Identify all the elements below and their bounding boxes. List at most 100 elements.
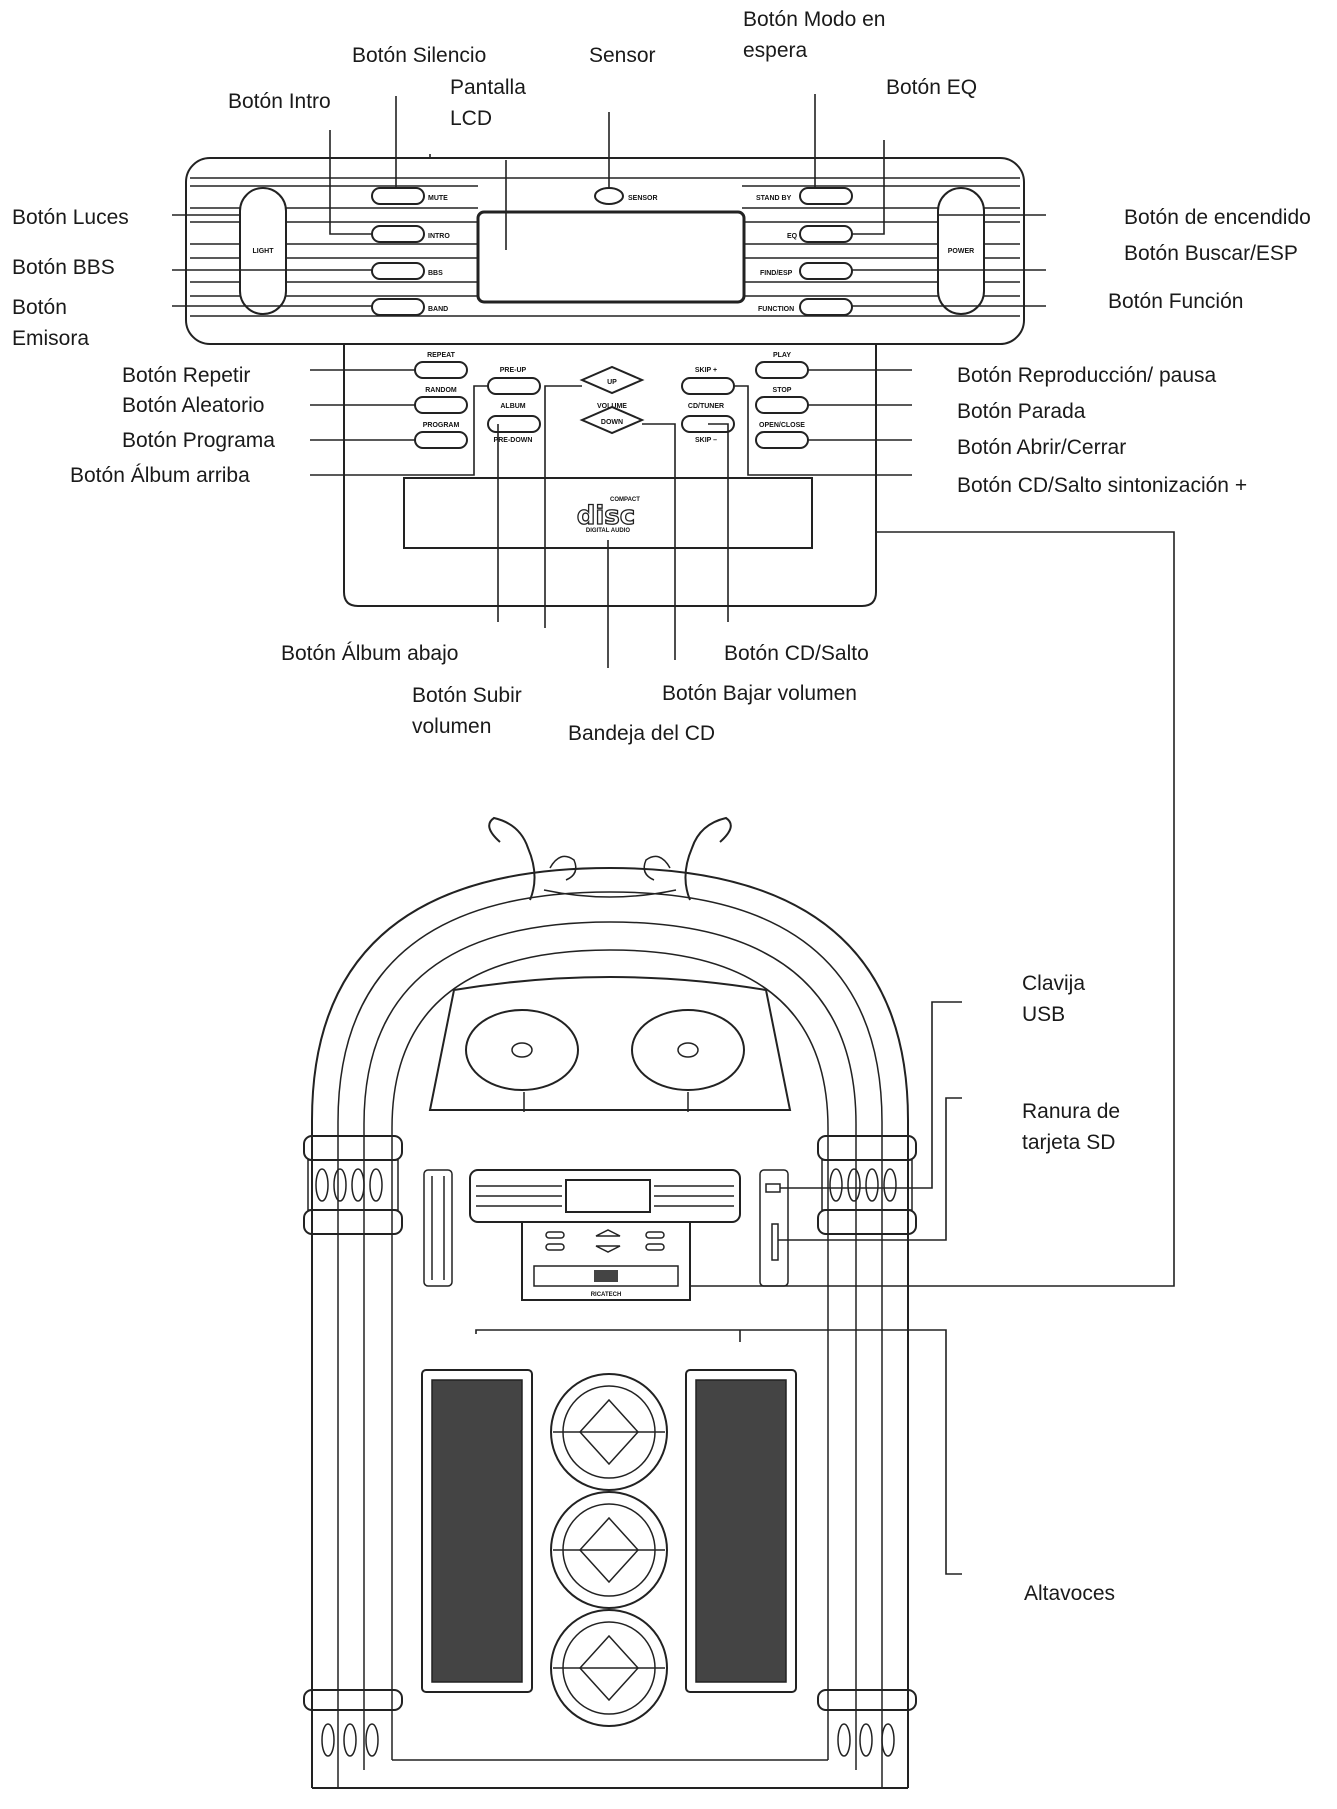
label-program: Botón Programa <box>122 429 275 452</box>
leader-lines <box>172 94 1175 1575</box>
stop-button[interactable] <box>755 396 809 414</box>
label-stop: Botón Parada <box>957 400 1086 423</box>
skip-plus-text: SKIP + <box>695 367 717 374</box>
svg-text:DIGITAL AUDIO: DIGITAL AUDIO <box>586 528 631 534</box>
label-album-up: Botón Álbum arriba <box>70 464 250 487</box>
label-vol-up: Botón Subir volumen <box>412 684 522 738</box>
function-button[interactable] <box>799 298 853 316</box>
skip-button[interactable] <box>681 377 735 395</box>
label-open: Botón Abrir/Cerrar <box>957 436 1127 459</box>
sd-slot[interactable] <box>771 1223 779 1261</box>
lower-control-section: REPEAT RANDOM PROGRAM PRE-UP ALBUM PRE-D… <box>343 344 877 607</box>
standby-text: STAND BY <box>756 195 792 202</box>
random-text: RANDOM <box>425 387 457 394</box>
skip-minus-text: SKIP – <box>695 437 717 444</box>
pre-up-button[interactable] <box>487 377 541 395</box>
function-text: FUNCTION <box>758 306 794 313</box>
eq-text: EQ <box>787 233 798 240</box>
disc-right <box>631 1009 745 1091</box>
pre-down-text: PRE-DOWN <box>494 437 533 444</box>
disc-left <box>465 1009 579 1091</box>
down-text: DOWN <box>601 419 623 426</box>
sensor-text: SENSOR <box>628 195 658 202</box>
label-light: Botón Luces <box>12 206 129 229</box>
repeat-button[interactable] <box>414 361 468 379</box>
sensor-window <box>594 187 624 205</box>
eq-button[interactable] <box>799 225 853 243</box>
speaker-grille-left <box>421 1369 533 1693</box>
bbs-text: BBS <box>428 270 443 277</box>
light-text: LIGHT <box>253 248 275 255</box>
label-cd-tray: Bandeja del CD <box>568 722 716 745</box>
label-play: Botón Reproducción/ pausa <box>957 364 1217 387</box>
label-eq: Botón EQ <box>886 76 978 99</box>
power-text: POWER <box>948 248 974 255</box>
volume-down-button[interactable] <box>579 405 645 435</box>
pre-down-button[interactable] <box>487 415 541 433</box>
label-intro: Botón Intro <box>228 90 331 113</box>
disc-dome <box>428 976 792 1111</box>
lcd-screen <box>476 210 746 304</box>
open-close-button[interactable] <box>755 431 809 449</box>
label-function: Botón Función <box>1108 290 1244 313</box>
power-button[interactable] <box>937 187 985 315</box>
center-globes <box>550 1373 668 1727</box>
label-album-down: Botón Álbum abajo <box>281 642 459 665</box>
label-standby: Botón Modo en espera <box>743 8 886 62</box>
jukebox-crown <box>488 816 732 901</box>
svg-text:disc: disc <box>577 501 635 531</box>
label-usb: Clavija USB <box>1022 972 1086 1026</box>
left-side-vent <box>423 1169 453 1287</box>
label-random: Botón Aleatorio <box>122 394 265 417</box>
play-text: PLAY <box>773 352 791 359</box>
volume-up-button[interactable] <box>579 365 645 395</box>
intro-text: INTRO <box>428 233 450 240</box>
repeat-text: REPEAT <box>427 352 456 359</box>
mute-button[interactable] <box>371 187 425 205</box>
play-button[interactable] <box>755 361 809 379</box>
svg-text:COMPACT: COMPACT <box>610 497 640 503</box>
usb-sd-panel <box>759 1169 789 1287</box>
jukebox: RICATECH <box>303 816 917 1789</box>
compact-disc-logo: COMPACT disc DIGITAL AUDIO <box>576 497 640 534</box>
program-text: PROGRAM <box>423 422 460 429</box>
speaker-grille-right <box>685 1369 797 1693</box>
usb-port[interactable] <box>765 1183 781 1193</box>
pre-up-text: PRE-UP <box>500 367 527 374</box>
find-text: FIND/ESP <box>760 270 793 277</box>
open-close-text: OPEN/CLOSE <box>759 422 805 429</box>
band-button[interactable] <box>371 298 425 316</box>
label-bbs: Botón BBS <box>12 256 115 279</box>
label-band: Botón Emisora <box>12 296 90 350</box>
mini-control-panel: RICATECH <box>469 1169 741 1301</box>
right-pillar <box>817 1135 917 1757</box>
find-button[interactable] <box>799 262 853 280</box>
label-repeat: Botón Repetir <box>122 364 251 387</box>
label-mute: Botón Silencio <box>352 44 487 67</box>
cd-tray <box>403 477 813 549</box>
random-button[interactable] <box>414 396 468 414</box>
label-cd-skip: Botón CD/Salto <box>724 642 869 665</box>
label-sensor: Sensor <box>589 44 656 67</box>
standby-button[interactable] <box>799 187 853 205</box>
label-vol-down: Botón Bajar volumen <box>662 682 857 705</box>
light-button[interactable] <box>239 187 287 315</box>
mute-text: MUTE <box>428 195 448 202</box>
bbs-button[interactable] <box>371 262 425 280</box>
label-sd: Ranura de tarjeta SD <box>1022 1100 1121 1154</box>
cd-tuner-text: CD/TUNER <box>688 403 724 410</box>
label-cd-tuner: Botón CD/Salto sintonización + <box>957 474 1248 497</box>
control-panel: LIGHT POWER MUTE INTRO BBS BAND SENSOR S… <box>185 157 1025 345</box>
album-text: ALBUM <box>500 403 525 410</box>
label-speakers: Altavoces <box>1024 1582 1116 1605</box>
left-pillar <box>303 1135 403 1757</box>
program-button[interactable] <box>414 431 468 449</box>
intro-button[interactable] <box>371 225 425 243</box>
up-text: UP <box>607 379 617 386</box>
label-find: Botón Buscar/ESP <box>1124 242 1298 265</box>
label-lcd: Pantalla LCD <box>450 76 526 130</box>
band-text: BAND <box>428 306 448 313</box>
stop-text: STOP <box>773 387 792 394</box>
label-power: Botón de encendido <box>1124 206 1311 229</box>
